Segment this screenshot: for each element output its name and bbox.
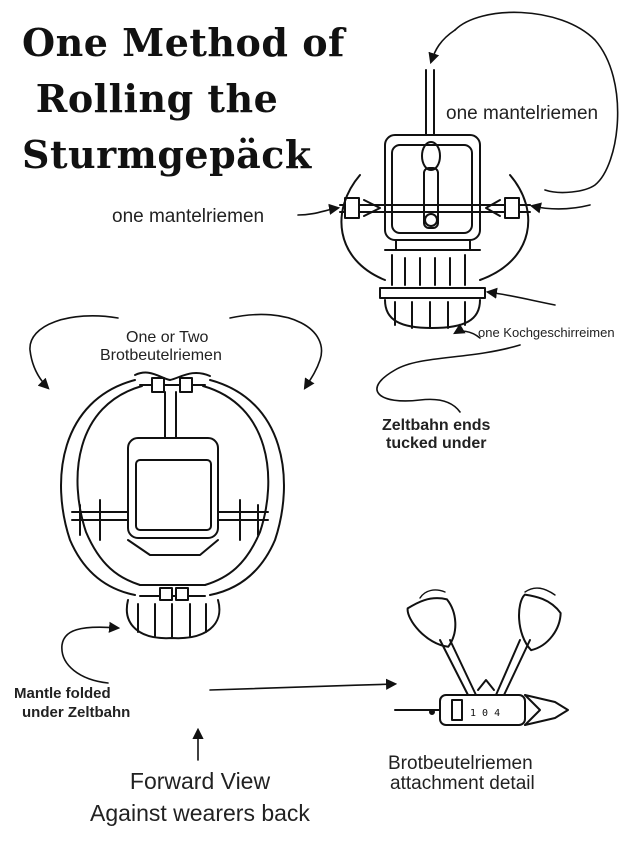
label-mantelriemen-right: one mantelriemen: [446, 103, 599, 124]
label-mantle-line-1: Mantle folded: [14, 685, 111, 702]
label-brotbeutel-top-line-1: One or Two: [126, 329, 209, 346]
title-line-2: Rolling the: [35, 76, 279, 121]
label-kochgeschirreimen: one Kochgeschirreimen: [478, 325, 615, 340]
label-mantle-line-2: under Zeltbahn: [22, 704, 131, 721]
bottom-pack-illustration: [29, 313, 398, 761]
title-line-1: One Method of: [22, 20, 345, 65]
attachment-detail-illustration: 1 0 4: [394, 587, 569, 726]
label-zeltbahn-line-1: Zeltbahn ends: [382, 417, 491, 434]
label-zeltbahn-line-2: tucked under: [386, 435, 487, 452]
title-line-3: Sturmgepäck: [22, 132, 312, 177]
label-forward-view-line-1: Forward View: [129, 768, 271, 794]
label-mantelriemen-left: one mantelriemen: [112, 206, 265, 227]
label-forward-view-line-2: Against wearers back: [90, 800, 310, 826]
label-brotbeutel-top-line-2: Brotbeutelriemen: [100, 347, 222, 364]
svg-text:1 0 4: 1 0 4: [470, 708, 500, 719]
label-detail-line-1: Brotbeutelriemen: [388, 753, 533, 774]
label-detail-line-2: attachment detail: [390, 773, 535, 794]
top-pack-illustration: [297, 11, 619, 413]
